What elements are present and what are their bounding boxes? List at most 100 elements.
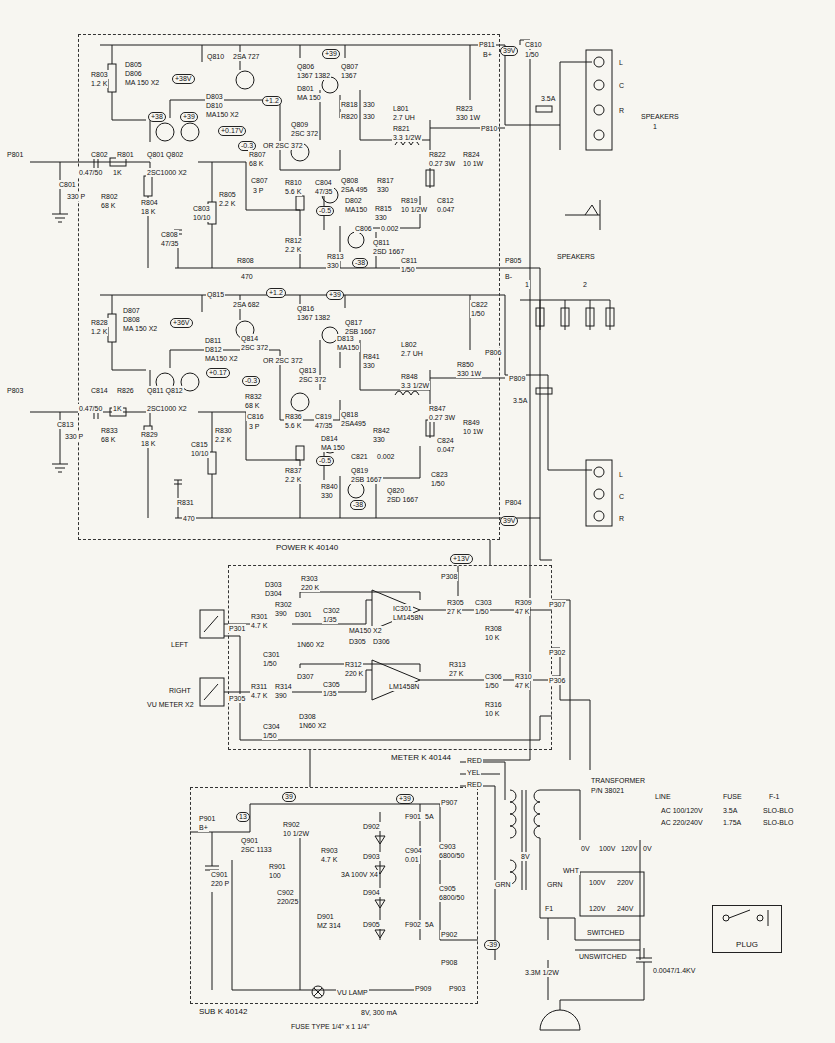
part-label: 1K <box>112 404 123 413</box>
part-label: R822 <box>428 150 447 159</box>
part-label: MA150 X2 <box>348 626 383 635</box>
part-label: 120V <box>588 904 606 913</box>
part-label: 3 P <box>248 422 261 431</box>
schematic-circle <box>594 489 604 499</box>
part-label: 1.2 K <box>90 79 108 88</box>
voltage-callout: +38V <box>172 74 195 84</box>
part-label: R820 <box>340 112 359 121</box>
board-title: METER K 40144 <box>389 753 453 763</box>
schematic-rect <box>110 158 126 166</box>
part-label: R901 <box>268 862 287 871</box>
part-label: R803 <box>90 70 109 79</box>
part-label: D810 <box>205 101 224 110</box>
part-label: C305 <box>322 680 341 689</box>
part-label: 47 K <box>514 681 530 690</box>
part-label: 220 P <box>210 879 230 888</box>
part-label: R303 <box>300 574 319 583</box>
part-label: 2SC 372 <box>240 343 269 352</box>
part-label: P907 <box>440 798 458 807</box>
part-label: Q813 <box>298 366 317 375</box>
schematic-rect <box>144 176 152 196</box>
part-label: 0.002 <box>380 224 400 233</box>
schematic-path <box>540 790 640 960</box>
part-label: P806 <box>484 348 502 357</box>
part-label: 0.27 3W <box>428 159 456 168</box>
schematic-polygon <box>372 590 420 630</box>
voltage-callout: +36V <box>170 318 193 328</box>
schematic-circle <box>594 467 604 477</box>
schematic-circle <box>594 57 604 67</box>
part-label: C808 <box>160 230 179 239</box>
part-label: R812 <box>284 236 303 245</box>
part-label: F901 <box>404 812 422 821</box>
part-label: Q811 <box>372 238 391 247</box>
part-label: 1N60 X2 <box>298 721 327 730</box>
part-label: R804 <box>140 198 159 207</box>
voltage-callout: +39 <box>326 290 344 300</box>
part-label: C304 <box>262 722 281 731</box>
part-label: MA150 <box>336 343 360 352</box>
part-label: R312 <box>344 660 363 669</box>
board-wire <box>310 750 311 787</box>
part-label: L <box>618 470 624 479</box>
schematic-rect <box>426 170 434 186</box>
part-label: 1/50 <box>524 50 540 59</box>
part-label: R903 <box>320 846 339 855</box>
part-label: 1/50 <box>474 607 490 616</box>
part-label: Q806 <box>296 62 315 71</box>
part-label: SPEAKERS <box>556 252 596 261</box>
schematic-circle <box>312 986 324 998</box>
part-label: R311 <box>250 682 268 691</box>
part-label: 1367 1382 <box>296 313 331 322</box>
part-label: C802 <box>90 150 109 159</box>
voltage-callout: 39 <box>282 792 296 802</box>
part-label: 5A <box>424 812 435 821</box>
part-label: Q901 <box>240 836 259 845</box>
part-label: 47/35 <box>314 421 334 430</box>
part-label: 120V <box>620 844 638 853</box>
schematic-circle <box>594 105 604 115</box>
part-label: C806 <box>354 224 373 233</box>
part-label: 10 K <box>484 633 500 642</box>
schematic-circle <box>348 232 364 248</box>
part-label: 2.2 K <box>218 199 236 208</box>
part-label: 2SC 372 <box>290 129 319 138</box>
part-label: 18 K <box>140 439 156 448</box>
part-label: 2.7 UH <box>392 113 416 122</box>
part-label: R808 <box>236 256 255 265</box>
schematic-path <box>510 790 516 838</box>
schematic-path <box>204 684 218 700</box>
part-label: 10 K <box>484 709 500 718</box>
part-label: Q819 <box>350 466 369 475</box>
part-label: C301 <box>262 650 281 659</box>
part-label: 0.047 <box>436 205 456 214</box>
part-label: D301 <box>294 610 313 619</box>
schematic-path <box>565 200 600 230</box>
part-label: 3A 100V X4 <box>340 870 379 879</box>
part-label: MA 150 <box>320 443 346 452</box>
part-label: D905 <box>362 920 381 929</box>
part-label: RED <box>466 780 483 789</box>
part-label: C905 <box>438 884 457 893</box>
part-label: R821 <box>392 124 411 133</box>
part-label: 100 <box>268 871 282 880</box>
schematic-path <box>224 566 552 740</box>
schematic-polygon <box>375 930 385 938</box>
voltage-callout: -0.3 <box>242 376 260 386</box>
part-label: 3.5A <box>512 396 528 405</box>
schematic-rect <box>200 678 224 706</box>
schematic-path <box>548 918 640 1000</box>
part-label: Q811 Q812 <box>146 386 184 395</box>
schematic-rect <box>586 308 594 326</box>
schematic-rect <box>606 308 614 326</box>
part-label: D902 <box>362 822 381 831</box>
part-label: 1367 1382 <box>296 71 331 80</box>
plug-label: PLUG <box>734 940 760 950</box>
voltage-callout: +0.17V <box>218 126 246 136</box>
part-label: C302 <box>322 606 341 615</box>
part-label: R824 <box>462 150 481 159</box>
part-label: 330 P <box>66 192 86 201</box>
part-label: C816 <box>246 412 265 421</box>
part-label: 1.2 K <box>90 327 108 336</box>
part-label: UNSWITCHED <box>578 952 627 961</box>
